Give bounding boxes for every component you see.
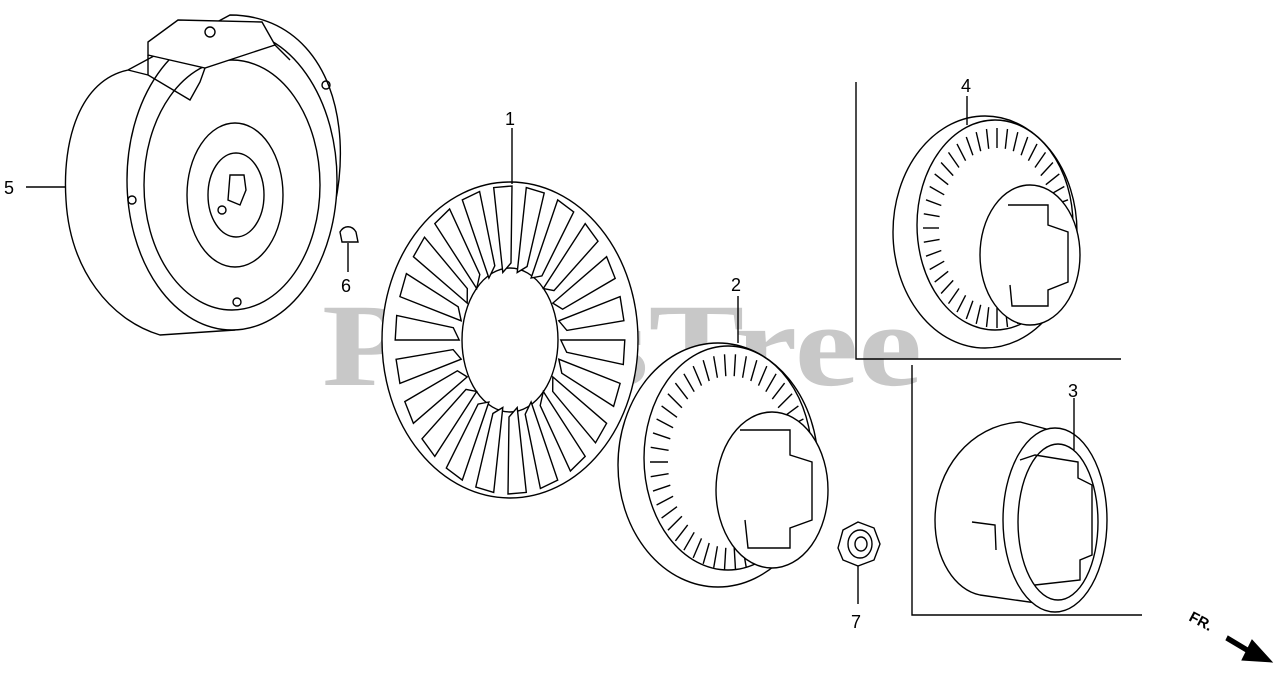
fan-blade bbox=[474, 406, 504, 494]
pulley-slot bbox=[1020, 136, 1029, 156]
pulley-slot bbox=[656, 495, 674, 506]
fan-blade bbox=[551, 255, 617, 311]
pulley-slot bbox=[956, 294, 967, 313]
pulley-slot bbox=[765, 373, 777, 393]
fan-blade bbox=[559, 339, 626, 366]
flange-nut-part-7[interactable] bbox=[837, 521, 881, 567]
pulley-slot bbox=[733, 354, 737, 377]
pulley-slot bbox=[661, 506, 678, 519]
fan-blade bbox=[399, 272, 463, 322]
front-direction-arrow-icon bbox=[1225, 635, 1274, 663]
fan-blade bbox=[403, 369, 469, 425]
callout-2[interactable]: 2 bbox=[731, 275, 741, 295]
fan-blade bbox=[557, 295, 625, 332]
pulley-slot bbox=[652, 432, 671, 440]
flywheel-part-5[interactable] bbox=[64, 14, 342, 336]
fan-blade bbox=[507, 405, 528, 495]
pulley-slot bbox=[929, 185, 945, 196]
pulley-slot bbox=[692, 538, 703, 559]
front-direction-indicator: FR. bbox=[1186, 609, 1274, 663]
pulley-slot bbox=[1040, 162, 1054, 177]
starter-cup-part-3[interactable] bbox=[934, 421, 1108, 613]
fan-blade bbox=[557, 358, 621, 408]
pulley-slot bbox=[1012, 131, 1019, 152]
pulley-slot bbox=[923, 238, 940, 243]
pulley-slot bbox=[713, 356, 719, 378]
pulley-slot bbox=[652, 484, 671, 492]
pulley-slot bbox=[723, 547, 727, 570]
pulley-slot bbox=[650, 473, 669, 478]
pulley-slot bbox=[702, 360, 710, 382]
callout-1[interactable]: 1 bbox=[505, 109, 515, 129]
part-4-bracket bbox=[855, 82, 1121, 360]
pulley-slot bbox=[975, 304, 982, 325]
callout-5[interactable]: 5 bbox=[4, 178, 14, 198]
pulley-slot bbox=[956, 143, 967, 162]
fan-blade bbox=[542, 222, 599, 292]
fan-blade bbox=[551, 375, 608, 445]
pulley-slot bbox=[1045, 173, 1060, 186]
pulley-slot bbox=[1034, 152, 1047, 168]
pulley-slot bbox=[702, 542, 710, 564]
pulley-slot bbox=[940, 162, 954, 177]
fan-blade bbox=[433, 207, 481, 291]
part-3-bracket bbox=[911, 365, 1142, 616]
pulley-slot bbox=[683, 373, 695, 393]
fan-blade bbox=[492, 185, 513, 275]
callout-6[interactable]: 6 bbox=[341, 276, 351, 296]
pulley-slot bbox=[723, 354, 727, 377]
pulley-slot bbox=[925, 249, 942, 257]
pulley-slot bbox=[667, 515, 683, 531]
fan-blade bbox=[516, 186, 546, 274]
pulley-slot bbox=[985, 128, 990, 149]
fan-blade bbox=[461, 190, 496, 280]
callout-7[interactable]: 7 bbox=[851, 612, 861, 632]
pulley-slot bbox=[713, 546, 719, 568]
fan-blade bbox=[412, 235, 469, 305]
pulley-slot bbox=[934, 270, 949, 283]
fan-blade bbox=[445, 401, 490, 482]
cooling-fan-part-1[interactable] bbox=[381, 181, 639, 499]
starter-pulley-part-2[interactable] bbox=[617, 342, 829, 588]
pulley-slot bbox=[650, 446, 669, 451]
pulley-slot bbox=[929, 260, 945, 271]
key-part-6[interactable] bbox=[339, 226, 359, 243]
fan-blade bbox=[394, 314, 461, 341]
fan-blade bbox=[421, 388, 478, 458]
fan-blade bbox=[530, 198, 575, 279]
fan-blade bbox=[539, 389, 587, 473]
pulley-slot bbox=[683, 531, 695, 551]
pulley-slot bbox=[975, 131, 982, 152]
pulley-slot bbox=[947, 152, 960, 168]
starter-pulley-part-4[interactable] bbox=[892, 115, 1081, 349]
direction-label: FR. bbox=[1186, 609, 1215, 635]
pulley-slot bbox=[661, 405, 678, 418]
pulley-slot bbox=[1027, 143, 1038, 162]
pulley-slot bbox=[934, 173, 949, 186]
pulley-slot bbox=[985, 307, 990, 328]
pulley-slot bbox=[674, 382, 689, 400]
pulley-slot bbox=[777, 393, 793, 409]
pulley-slot bbox=[925, 199, 942, 207]
pulley-slot bbox=[923, 213, 940, 218]
callout-4[interactable]: 4 bbox=[961, 76, 971, 96]
pulley-slot bbox=[733, 547, 737, 570]
fan-blade bbox=[524, 400, 559, 490]
pulley-slot bbox=[940, 279, 954, 294]
pulley-slot bbox=[771, 382, 786, 400]
pulley-slot bbox=[741, 356, 747, 378]
pulley-slot bbox=[667, 393, 683, 409]
pulley-slot bbox=[757, 365, 768, 386]
fan-blade bbox=[395, 348, 463, 385]
pulley-slot bbox=[656, 418, 674, 429]
pulley-slot bbox=[692, 365, 703, 386]
pulley-slot bbox=[1004, 128, 1009, 149]
pulley-slot bbox=[750, 360, 758, 382]
pulley-slot bbox=[674, 524, 689, 542]
callout-3[interactable]: 3 bbox=[1068, 381, 1078, 401]
pulley-slot bbox=[965, 136, 974, 156]
pulley-slot bbox=[947, 288, 960, 304]
pulley-slot bbox=[965, 300, 974, 320]
